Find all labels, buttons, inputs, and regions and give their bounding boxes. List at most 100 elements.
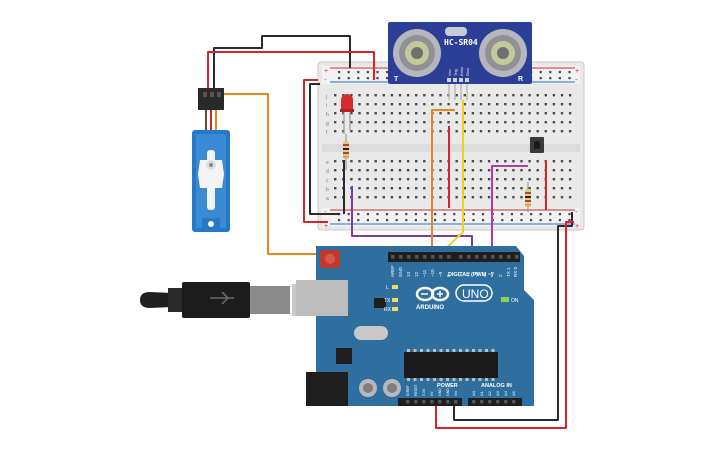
breadboard-hole — [350, 112, 353, 115]
row-letter: h — [326, 112, 329, 118]
breadboard-hole — [463, 112, 466, 115]
microcontroller-chip — [404, 352, 498, 378]
rail-hole — [424, 213, 427, 216]
breadboard-hole — [528, 169, 531, 172]
breadboard-hole — [358, 169, 361, 172]
rail-hole — [347, 77, 350, 80]
chip-pin — [407, 349, 410, 352]
sensor-model-label: HC-SR04 — [444, 38, 478, 47]
breadboard-hole — [423, 94, 426, 97]
breadboard-hole — [544, 103, 547, 106]
breadboard-hole — [334, 178, 337, 181]
breadboard-hole — [463, 160, 466, 163]
analog-header[interactable] — [468, 398, 522, 406]
breadboard-hole — [374, 94, 377, 97]
resistor-led[interactable] — [343, 134, 349, 170]
row-letter: d — [326, 169, 329, 175]
ultrasonic-sensor[interactable]: HC-SR04 T R Vcc Trig Echo Gnd — [388, 22, 532, 84]
power-pin-label: 5V — [430, 391, 434, 396]
rail-hole — [376, 213, 379, 216]
arduino-model: UNO — [462, 287, 489, 301]
sensor-corner-label: R — [518, 76, 523, 83]
digital-pin-label: 4 — [482, 274, 487, 277]
breadboard-hole — [382, 169, 385, 172]
breadboard-hole — [568, 94, 572, 97]
breadboard-hole — [431, 94, 434, 97]
led-tx — [392, 298, 398, 302]
breadboard-hole — [496, 196, 499, 199]
chip-pin — [459, 349, 462, 352]
breadboard-hole — [415, 130, 418, 133]
rail-hole — [357, 77, 360, 80]
rail-hole — [357, 213, 360, 216]
breadboard-hole — [382, 121, 385, 124]
breadboard-hole — [520, 94, 523, 97]
breadboard-hole — [487, 112, 491, 115]
breadboard-hole — [512, 130, 515, 133]
breadboard-hole — [536, 160, 539, 163]
breadboard-hole — [463, 196, 466, 199]
breadboard-hole — [528, 103, 531, 106]
breadboard-hole — [536, 187, 539, 190]
power-header-holes — [406, 400, 516, 404]
breadboard-hole — [406, 94, 410, 97]
breadboard-hole — [334, 196, 337, 199]
breadboard-hole — [504, 130, 507, 133]
breadboard-hole — [520, 169, 523, 172]
breadboard-hole — [423, 196, 426, 199]
rail-hole — [386, 213, 389, 216]
breadboard-hole — [366, 169, 369, 172]
rail-hole — [558, 213, 561, 216]
arduino-uno-board[interactable]: AREF GND 13 12 ~11 ~10 ~9 8 7 ~6 ~5 4 ~3… — [296, 246, 534, 406]
breadboard-hole — [487, 196, 491, 199]
rail-hole — [453, 213, 456, 216]
resistor-button[interactable] — [525, 182, 531, 212]
chip-pin — [439, 378, 443, 381]
header-hole — [496, 400, 500, 404]
breadboard-hole — [520, 130, 523, 133]
breadboard-hole — [350, 94, 353, 97]
breadboard-hole — [487, 187, 491, 190]
header-hole — [480, 400, 484, 404]
header-hole — [459, 255, 463, 259]
breadboard-hole — [390, 130, 394, 133]
breadboard-hole — [479, 112, 483, 115]
breadboard-hole — [406, 196, 410, 199]
header-hole — [422, 400, 426, 404]
chip-pin — [465, 378, 469, 381]
rail-hole — [558, 77, 561, 80]
breadboard-hole — [366, 103, 369, 106]
breadboard-hole — [504, 196, 507, 199]
breadboard-hole — [382, 130, 385, 133]
header-hole — [507, 255, 511, 259]
rail-hole — [501, 219, 504, 222]
digital-header[interactable] — [388, 252, 520, 262]
rail-hole — [386, 77, 389, 80]
breadboard-hole — [552, 169, 556, 172]
breadboard-hole — [374, 130, 377, 133]
chip-pin — [420, 349, 423, 352]
row-letter: b — [326, 187, 329, 193]
rail-plus-label: + — [324, 68, 328, 75]
red-led[interactable] — [340, 94, 354, 134]
rail-minus-label: - — [575, 207, 578, 216]
power-pin-labels: IOREF RESET 3.3V 5V GND GND Vin A0 A1 A2… — [406, 383, 516, 396]
breadboard-hole — [415, 121, 418, 124]
breadboard-hole — [536, 130, 539, 133]
rail-hole — [357, 71, 360, 74]
rail-hole — [530, 219, 533, 222]
breadboard-hole — [415, 103, 418, 106]
breadboard-hole — [358, 160, 361, 163]
breadboard-hole — [358, 121, 361, 124]
rail-hole — [568, 219, 571, 222]
rail-hole — [568, 77, 571, 80]
digital-pin-label: 13 — [406, 271, 411, 277]
breadboard-hole — [504, 169, 507, 172]
digital-pin-label: ~9 — [438, 271, 443, 277]
push-button[interactable] — [530, 137, 544, 153]
servo-motor[interactable] — [192, 88, 230, 232]
breadboard-hole — [358, 187, 361, 190]
rail-hole — [386, 219, 389, 222]
digital-pin-label: ~3 — [490, 271, 495, 277]
